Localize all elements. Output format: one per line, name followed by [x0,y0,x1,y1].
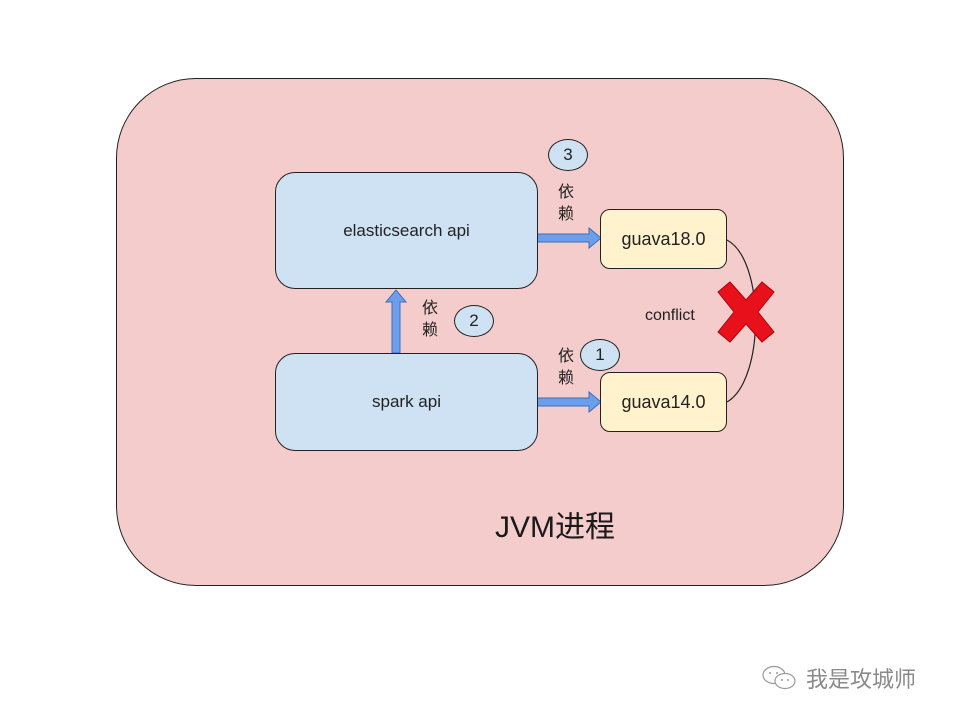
dep-char: 依 [557,184,574,201]
wechat-icon [762,665,796,690]
step-1-badge: 1 [580,339,620,371]
dependency-label-3: 依 赖 [556,182,576,226]
step-number: 2 [469,311,479,330]
node-label: guava14.0 [621,391,706,412]
arrow-spark-to-guava14 [536,390,602,414]
dependency-label-2: 依 赖 [420,298,440,342]
dep-char: 赖 [557,370,574,387]
node-guava14[interactable]: guava14.0 [600,372,727,432]
watermark: 我是攻城师 [760,662,916,694]
dep-char: 依 [557,348,574,365]
step-number: 3 [563,145,573,164]
arrow-es-to-guava18 [536,226,602,250]
node-guava18[interactable]: guava18.0 [600,209,727,269]
node-label: elasticsearch api [343,220,470,240]
conflict-cross-icon [717,281,775,343]
node-spark-api[interactable]: spark api [275,353,538,451]
step-3-badge: 3 [548,139,588,171]
dep-char: 依 [421,300,438,317]
conflict-label: conflict [645,307,695,324]
step-2-badge: 2 [454,305,494,337]
watermark-text: 我是攻城师 [806,667,917,692]
arrow-spark-to-es [384,289,408,354]
dep-char: 赖 [557,206,574,223]
node-label: spark api [372,392,441,411]
container-title: JVM进程 [495,511,615,544]
node-label: guava18.0 [621,228,706,249]
node-elasticsearch-api[interactable]: elasticsearch api [275,172,538,289]
step-number: 1 [595,345,605,364]
dep-char: 赖 [421,322,438,339]
dependency-label-1: 依 赖 [556,346,576,390]
